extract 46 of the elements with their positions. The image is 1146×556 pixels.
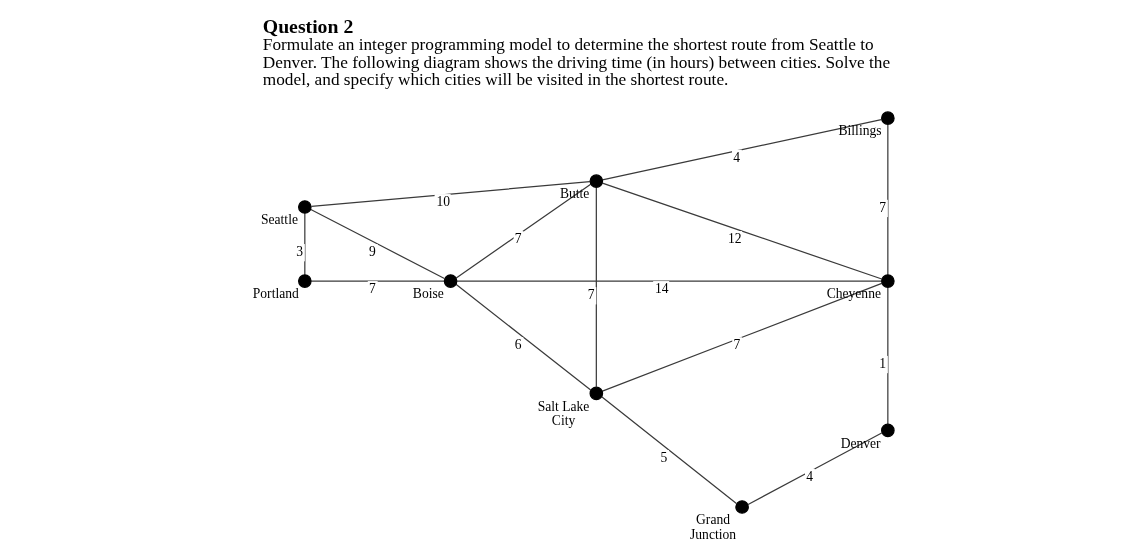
caption: Formulate an integer programming model to determine the shortest route from Seattle to Denver. The following diagram shows the driving time (in hours) between cities. Solve the model, and specify which cities will be visited in the shortest route. xyxy=(262,35,890,90)
edge-label: 7 xyxy=(878,199,886,215)
node-label: Portland xyxy=(252,286,299,302)
edge-label: 5 xyxy=(659,450,667,466)
node-circle xyxy=(297,274,312,288)
connector xyxy=(886,287,888,425)
node-label: Billings xyxy=(838,123,881,139)
edge-label: 7 xyxy=(587,287,594,303)
connector xyxy=(746,432,882,506)
node-label: Seattle xyxy=(260,212,298,228)
node-label: Salt Lake City xyxy=(537,398,589,429)
node-label: Boise xyxy=(412,286,444,302)
node-circle xyxy=(880,274,895,288)
connector xyxy=(309,208,445,280)
connector xyxy=(455,183,591,279)
edge-label: 10 xyxy=(435,194,450,210)
connector xyxy=(600,396,737,505)
edge-label: 7 xyxy=(732,337,740,353)
edge-label: 3 xyxy=(295,244,303,260)
connector xyxy=(310,181,590,208)
connector xyxy=(601,118,882,181)
edge-label: 4 xyxy=(732,149,740,165)
node-circle xyxy=(880,111,895,125)
connector xyxy=(886,124,888,276)
connector xyxy=(303,212,305,276)
connector xyxy=(310,280,445,282)
connector xyxy=(595,186,597,388)
node-circle xyxy=(297,200,312,214)
edge-label: 4 xyxy=(805,468,813,484)
edge-label: 14 xyxy=(654,281,669,297)
edge-label: 6 xyxy=(514,337,521,353)
node-circle xyxy=(443,274,457,288)
edge-label: 7 xyxy=(514,231,522,247)
connector xyxy=(601,182,882,280)
node-circle xyxy=(589,386,603,401)
edge-label: 7 xyxy=(368,281,376,297)
node-circle xyxy=(880,423,895,438)
node-circle xyxy=(589,174,603,188)
edge-label: 12 xyxy=(727,231,741,247)
edge-label: 1 xyxy=(878,356,886,371)
edge-label: 9 xyxy=(368,244,376,260)
node-circle xyxy=(734,500,749,514)
connector xyxy=(454,283,591,391)
connector xyxy=(456,280,882,282)
node-label: Grand Junction xyxy=(689,512,736,542)
diagram-title: Question 2 xyxy=(262,14,353,37)
